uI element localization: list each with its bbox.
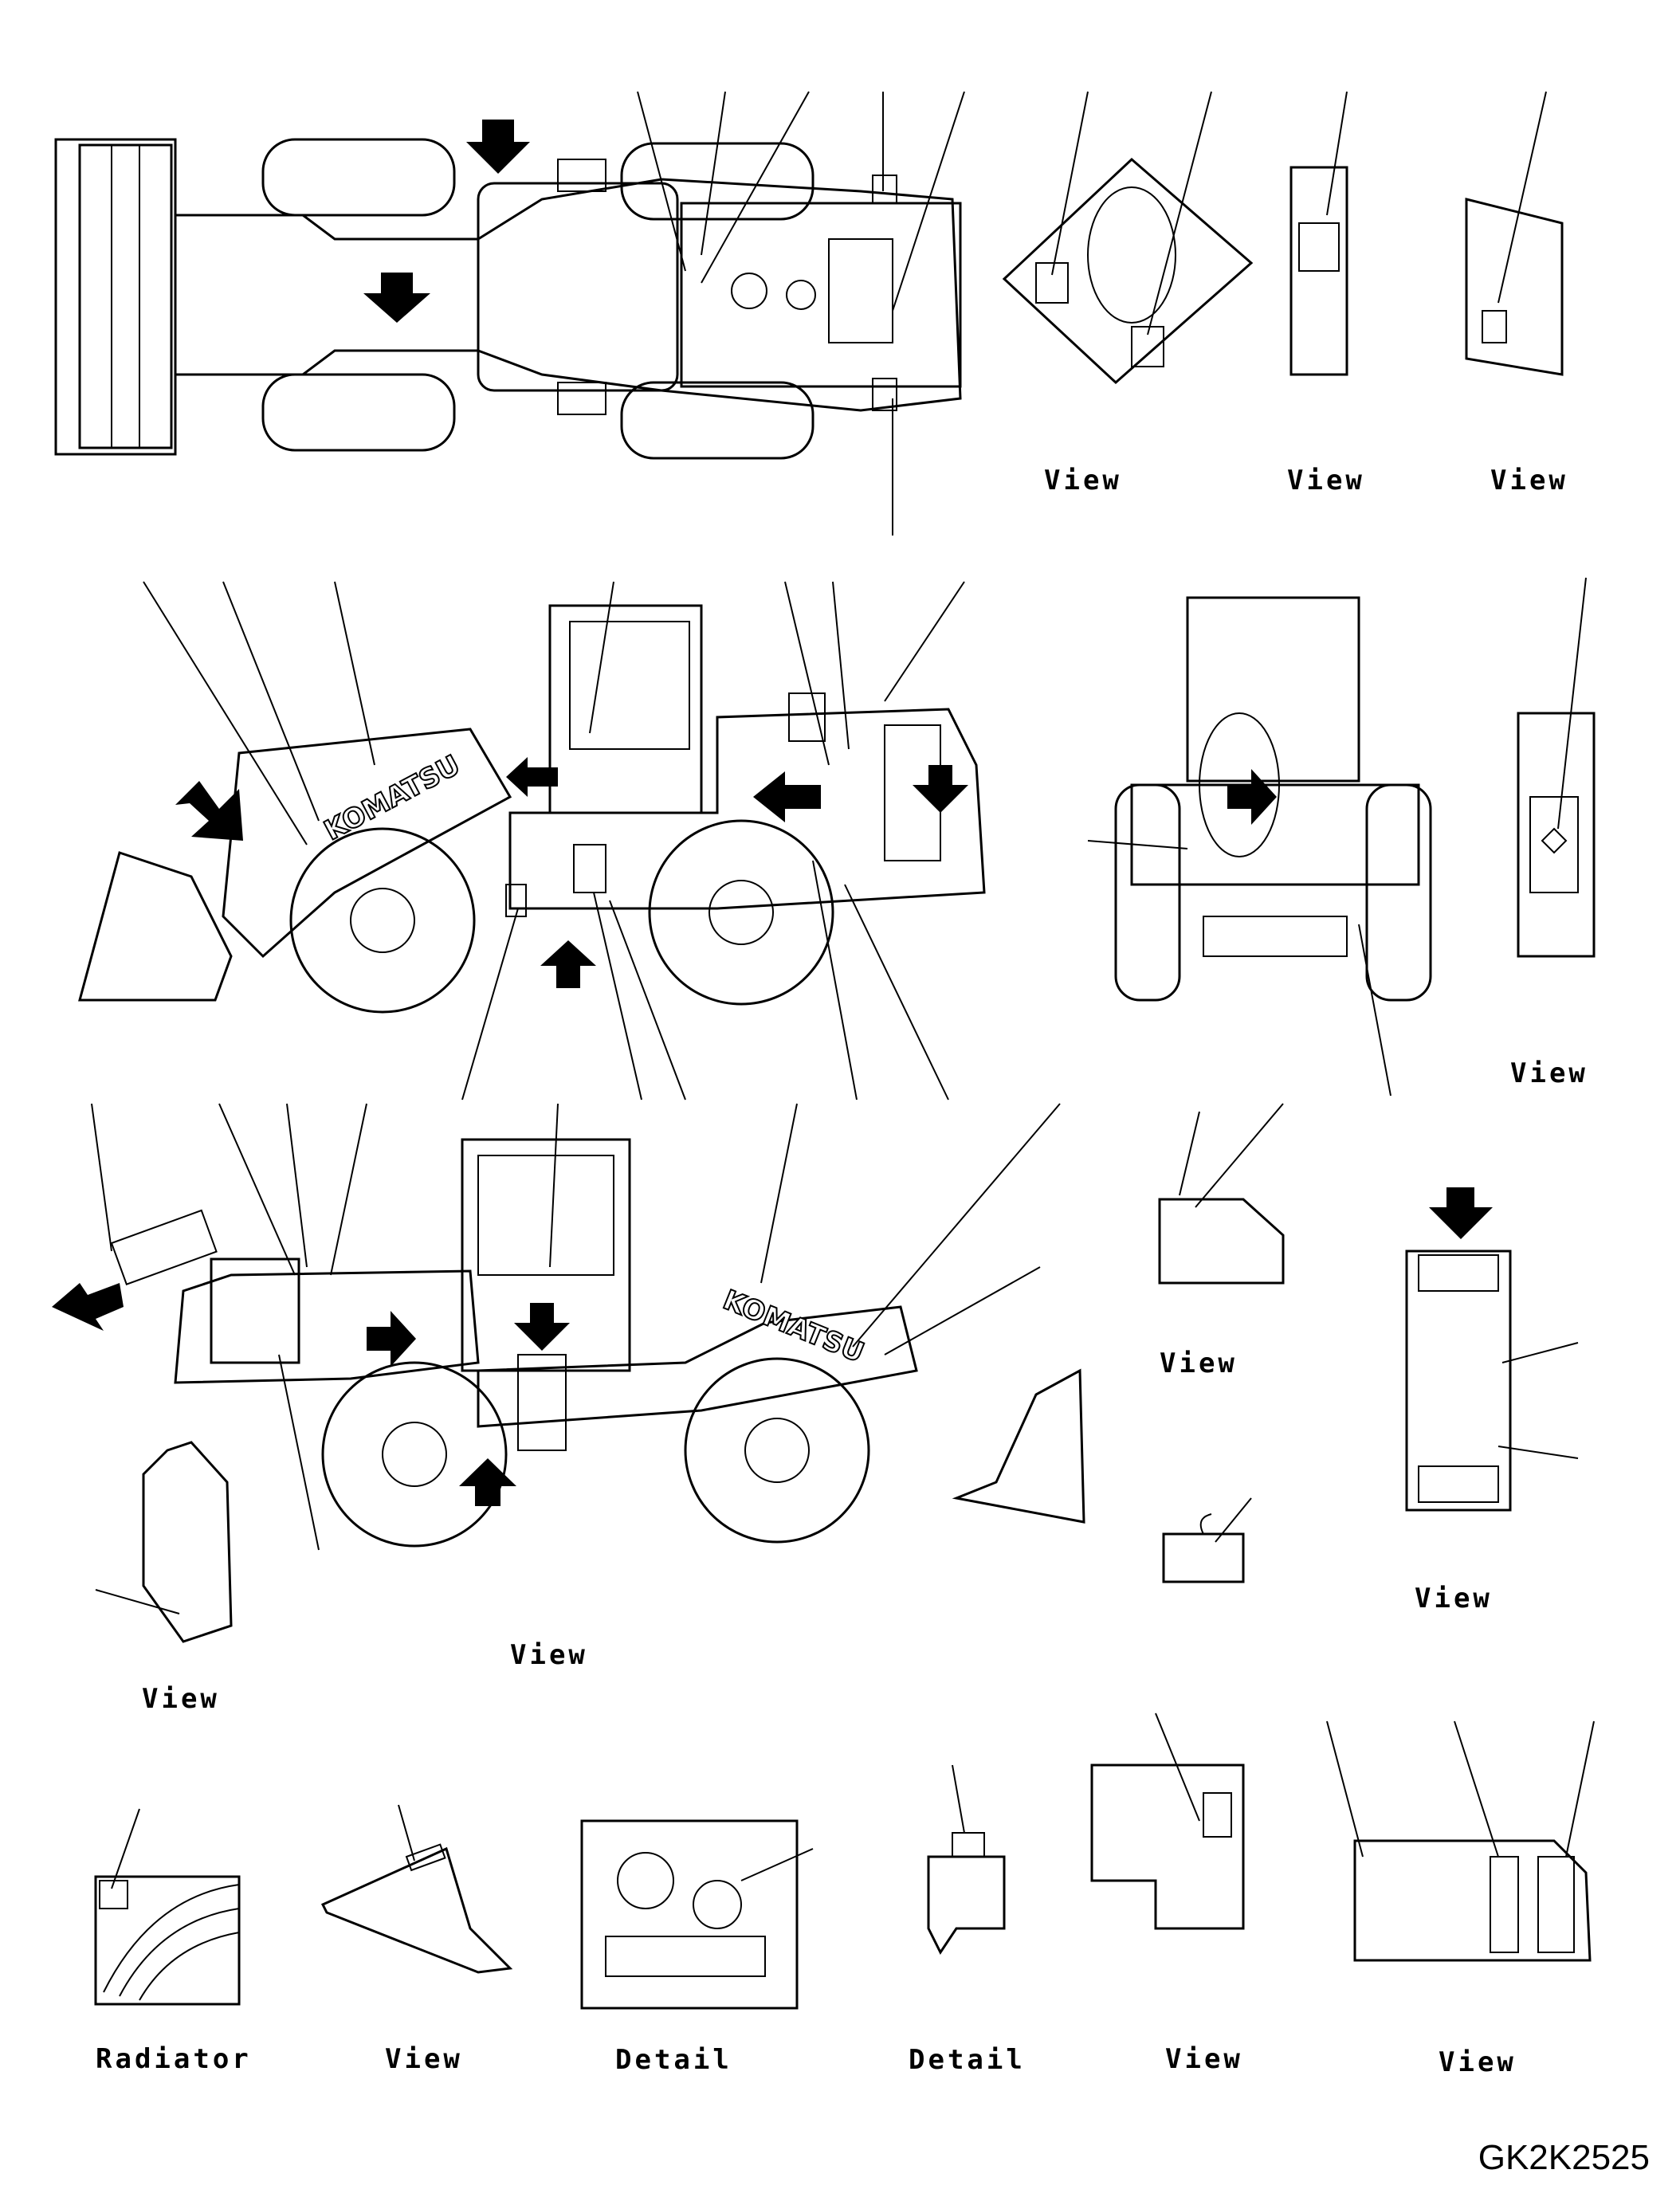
detail-label: Detail <box>615 2044 732 2076</box>
view-label: View <box>1160 1348 1238 1379</box>
top-plan-view <box>54 91 965 536</box>
top-small-views: View View View <box>1002 91 1568 496</box>
view-label: View <box>1165 2043 1243 2075</box>
view-label: View <box>1490 465 1568 496</box>
radiator-label: Radiator <box>96 2043 252 2075</box>
view-label: View <box>142 1683 220 1715</box>
view-label: View <box>510 1639 588 1671</box>
arrow-right-icon <box>367 1311 416 1367</box>
arrow-down-icon <box>913 765 968 813</box>
arrow-up-icon <box>540 940 596 988</box>
frame-view: View <box>1090 1712 1245 2075</box>
arrow-down-icon <box>363 273 430 323</box>
arrow-up-icon <box>459 1458 516 1506</box>
arrow-left-icon <box>506 757 558 797</box>
detail-label: Detail <box>909 2044 1026 2076</box>
arrow-down-icon <box>1429 1187 1493 1239</box>
valve-detail: Detail <box>909 1764 1026 2076</box>
front-view <box>1087 596 1432 1097</box>
arrow-left-icon <box>753 771 821 822</box>
side-strip-view: View <box>1510 577 1596 1089</box>
arrow-right-icon <box>1227 769 1277 825</box>
right-side-view: KOMATSU <box>52 1103 1085 1551</box>
bracket-view: View View <box>95 1441 588 1715</box>
counterweight-view: View <box>1326 1720 1595 2078</box>
view-label: View <box>385 2043 463 2075</box>
engine-detail: Detail <box>580 1819 814 2076</box>
arrow-right-icon <box>175 781 243 841</box>
komatsu-logo: KOMATSU <box>719 1284 869 1369</box>
arrow-down-icon <box>514 1303 570 1351</box>
view-label: View <box>1510 1057 1588 1089</box>
view-label: View <box>1044 465 1122 496</box>
view-label: View <box>1439 2046 1517 2078</box>
middle-right-views: View View <box>1158 1103 1579 1614</box>
cover-view: View <box>320 1804 513 2075</box>
arrow-right-icon <box>52 1283 124 1331</box>
view-label: View <box>1287 465 1365 496</box>
left-side-view: KOMATSU <box>78 581 986 1100</box>
view-label: View <box>1415 1583 1493 1614</box>
arrow-down-icon <box>466 120 530 174</box>
radiator-view: Radiator <box>94 1808 252 2075</box>
drawing-code: GK2K2525 <box>1478 2138 1650 2177</box>
